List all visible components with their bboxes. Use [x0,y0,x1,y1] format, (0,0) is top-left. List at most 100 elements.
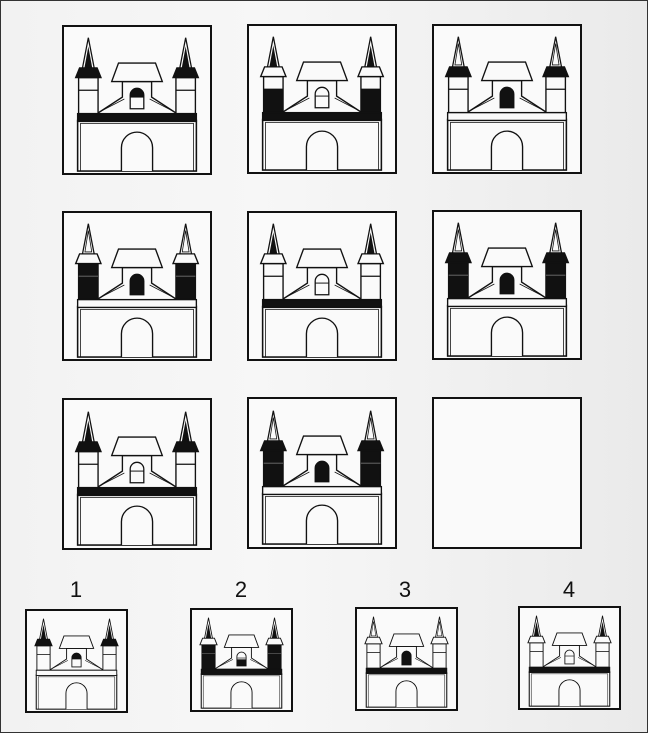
spire-left [81,223,95,255]
tower-cap-left [259,253,287,265]
castle-figure [74,37,200,172]
matrix-cell-5 [247,211,397,361]
matrix-cell-1 [62,25,212,175]
tower-cap-left [74,67,102,79]
tower-cap-right [357,253,385,265]
castle-door [120,131,154,172]
castle-window [129,273,145,296]
castle-window [314,460,330,483]
castle-figure [364,616,449,708]
matrix-cell-3 [432,24,582,174]
tower-left [447,261,469,300]
castle-roof [58,635,95,649]
castle-window [499,272,515,295]
answer-option-4[interactable] [518,606,621,710]
tower-cap-right [357,66,385,78]
castle-figure [444,36,570,171]
castle-door [490,316,524,357]
castle-door [395,680,418,708]
tower-right [360,449,382,488]
tower-left [77,262,99,301]
tower-cap-right [542,252,570,264]
castle-figure [444,222,570,357]
tower-cap-left [199,637,218,646]
tower-left [366,643,381,669]
tower-right [432,643,447,669]
castle-band [261,485,383,496]
tower-left [77,76,99,115]
tower-cap-right [172,253,200,265]
castle-band [261,298,383,309]
tower-right [545,261,567,300]
tower-left [77,450,99,489]
tower-cap-left [74,253,102,265]
answer-option-2[interactable] [190,608,293,712]
castle-roof [110,436,164,457]
matrix-cell-8 [247,397,397,549]
tower-right [267,644,282,670]
tower-left [36,645,51,671]
castle-door [305,130,339,171]
castle-band [446,297,568,308]
tower-cap-left [34,638,53,647]
castle-roof [295,435,349,456]
tower-cap-left [444,66,472,78]
tower-cap-right [172,441,200,453]
castle-band [76,486,198,497]
tower-cap-left [527,635,546,644]
castle-figure [199,617,284,709]
tower-cap-right [100,638,119,647]
tower-left [529,642,544,668]
missing-answer-cell [432,397,582,549]
castle-door [230,681,253,709]
castle-window [499,86,515,109]
tower-right [175,76,197,115]
option-label-4: 4 [562,577,576,602]
castle-roof [480,247,534,268]
tower-cap-right [357,440,385,452]
tower-cap-left [74,441,102,453]
tower-cap-left [364,636,383,645]
matrix-cell-4 [62,211,212,361]
castle-roof [480,61,534,82]
castle-band [76,112,198,123]
castle-window [564,649,575,665]
castle-window [401,650,412,666]
castle-roof [110,62,164,83]
spire-right [364,410,378,442]
spire-left [369,616,378,638]
matrix-cell-7 [62,398,212,550]
tower-cap-right [265,637,284,646]
castle-figure [34,618,119,710]
castle-figure [527,615,612,707]
spire-right [549,222,563,254]
castle-roof [223,634,260,648]
castle-band [261,111,383,122]
castle-door [558,679,581,707]
answer-option-1[interactable] [25,609,128,713]
castle-figure [259,223,385,358]
castle-figure [74,411,200,546]
castle-door [120,505,154,546]
castle-band [528,666,611,673]
spire-right [179,223,193,255]
tower-cap-right [172,67,200,79]
tower-right [175,450,197,489]
castle-door [65,682,88,710]
answer-option-3[interactable] [355,607,458,711]
tower-right [102,645,117,671]
tower-right [360,262,382,301]
castle-figure [259,36,385,171]
castle-band [365,667,448,674]
tower-right [595,642,610,668]
tower-cap-right [542,66,570,78]
tower-left [262,449,284,488]
castle-roof [551,632,588,646]
castle-window [314,86,330,109]
castle-figure [74,223,200,358]
castle-roof [388,633,425,647]
castle-door [305,317,339,358]
castle-window [314,273,330,296]
castle-band [35,669,118,676]
castle-door [490,130,524,171]
